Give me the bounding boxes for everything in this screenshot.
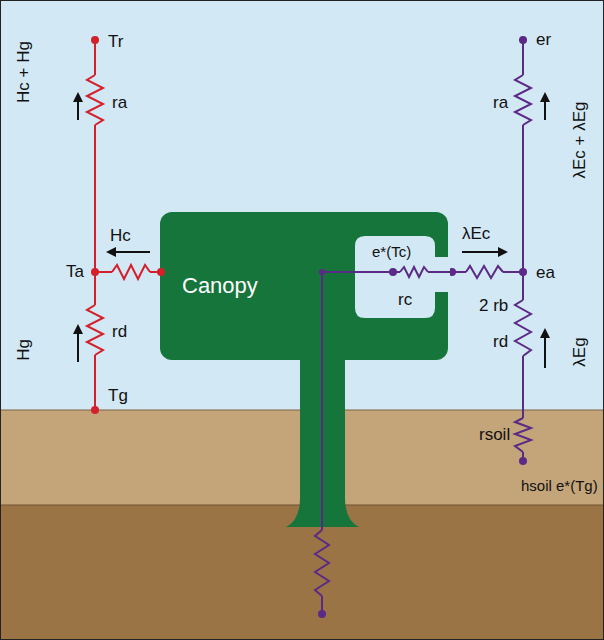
symbol-label: Hc	[110, 226, 131, 246]
symbol-label: 2 rb	[479, 296, 508, 316]
symbol-label: λEc	[462, 224, 490, 244]
symbol-label: rsoil	[479, 425, 510, 445]
symbol-label: ra	[493, 93, 508, 113]
symbol-label: hsoil e*(Tg)	[521, 476, 598, 496]
symbol-label: rd	[112, 322, 127, 342]
symbol-label: e*(Tc)	[372, 242, 411, 262]
symbol-label: Tr	[108, 32, 123, 52]
symbol-label: Hc + Hg	[14, 41, 34, 103]
symbol-label: rd	[493, 332, 508, 352]
symbol-label: λEg	[570, 337, 590, 366]
symbol-label: Hg	[14, 339, 34, 361]
node-label: Canopy	[182, 273, 258, 299]
symbol-label: Ta	[66, 262, 84, 282]
symbol-label: rc	[398, 290, 412, 310]
canopy-node: Canopy	[160, 212, 448, 360]
symbol-label: ea	[536, 263, 555, 283]
symbol-label: Tg	[108, 386, 128, 406]
symbol-label: er	[536, 30, 551, 50]
symbol-label: ra	[112, 93, 127, 113]
symbol-label: λEc + λEg	[570, 101, 590, 178]
